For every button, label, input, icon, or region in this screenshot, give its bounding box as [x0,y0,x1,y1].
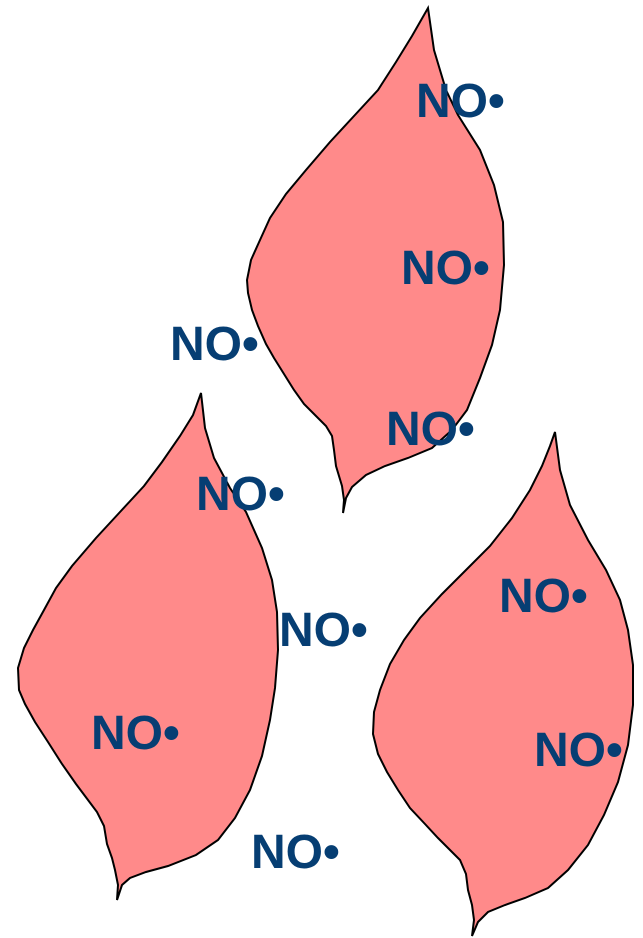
no-radical-label-9: NO• [534,727,623,775]
no-radical-label-7: NO• [279,607,368,655]
no-radical-label-10: NO• [251,829,340,877]
no-radical-label-3: NO• [170,321,259,369]
no-radical-label-4: NO• [386,406,475,454]
bottom-right-cell-shape [373,432,633,936]
no-radical-label-8: NO• [91,710,180,758]
no-radical-label-5: NO• [196,471,285,519]
no-radical-label-6: NO• [499,573,588,621]
no-radical-label-2: NO• [401,245,490,293]
no-radical-label-1: NO• [416,78,505,126]
